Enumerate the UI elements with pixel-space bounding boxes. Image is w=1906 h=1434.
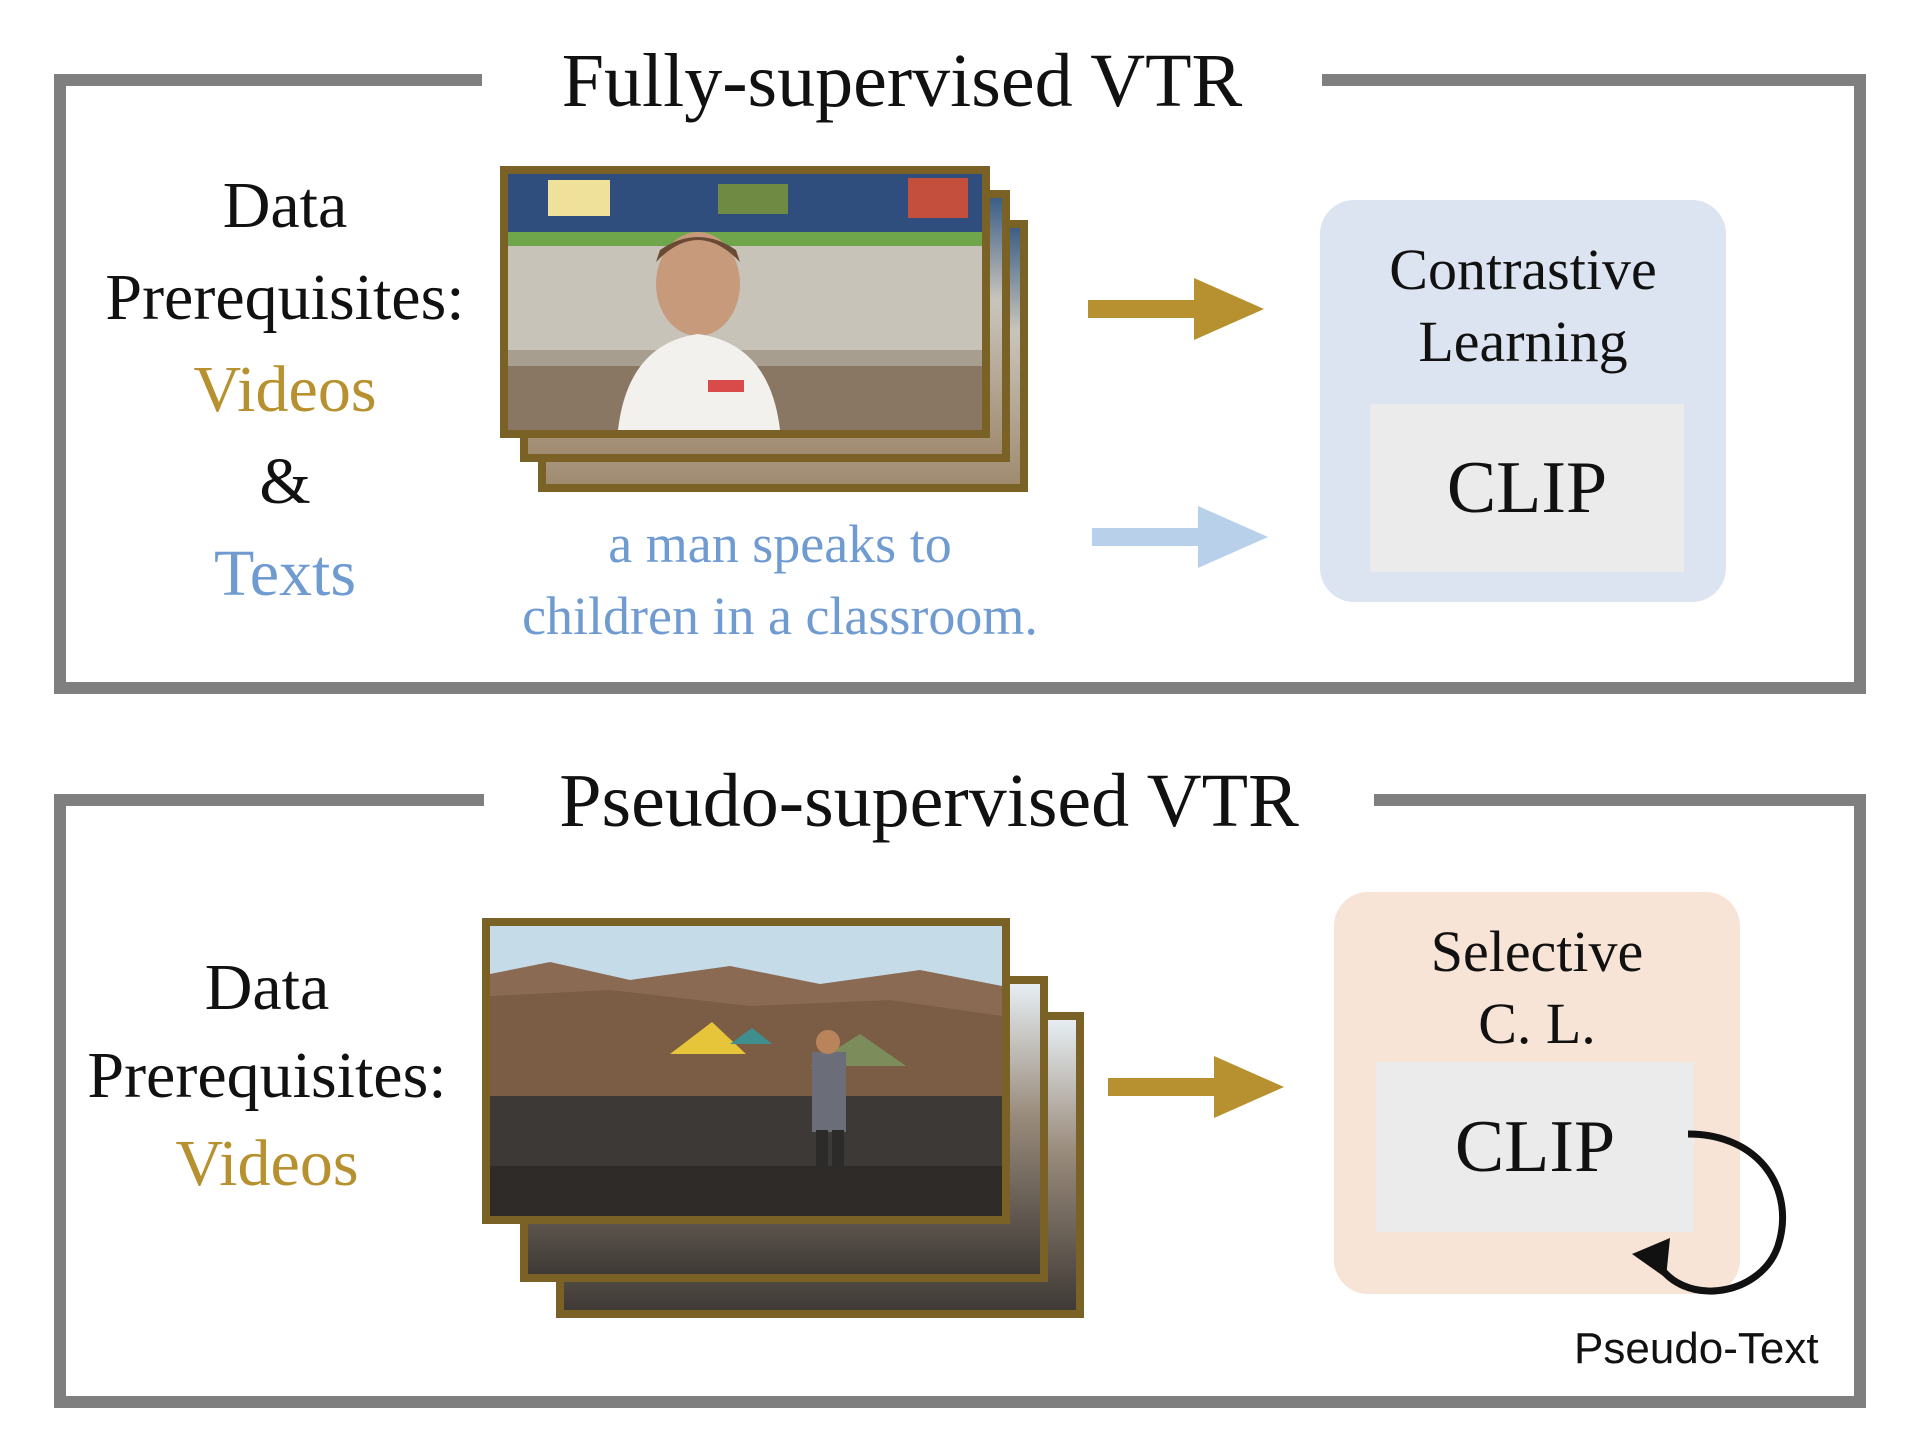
video-arrow-top — [1088, 278, 1264, 340]
fully-supervised-title: Fully-supervised VTR — [482, 36, 1322, 126]
pseudo-text-loop-arrow — [1632, 1130, 1786, 1295]
top-data-prerequisites: Data Prerequisites: Videos & Texts — [70, 160, 500, 620]
video-frame-front-classroom — [500, 166, 990, 438]
clip-model-box: CLIP — [1370, 404, 1684, 572]
caption-line-1: a man speaks to — [608, 514, 952, 574]
caption-line-2: children in a classroom. — [522, 586, 1038, 646]
prereq-ampersand: & — [259, 445, 311, 518]
prereq-texts: Texts — [213, 537, 357, 610]
bottom-data-prerequisites: Data Prerequisites: Videos — [60, 944, 474, 1208]
module-title-line-2: C. L. — [1478, 991, 1596, 1056]
prereq-data-label: Data — [222, 169, 348, 242]
pseudo-supervised-title: Pseudo-supervised VTR — [484, 756, 1374, 846]
prereq-data-label: Data — [204, 951, 330, 1024]
module-title-line-1: Contrastive — [1389, 237, 1657, 302]
text-arrow-top — [1092, 506, 1268, 568]
module-title-line-2: Learning — [1418, 309, 1628, 374]
clip-model-box: CLIP — [1376, 1062, 1694, 1232]
pseudo-text-label: Pseudo-Text — [1574, 1324, 1819, 1373]
top-caption: a man speaks to children in a classroom. — [440, 508, 1120, 652]
contrastive-learning-module: Contrastive Learning CLIP — [1320, 200, 1726, 602]
prereq-videos: Videos — [175, 1127, 359, 1200]
video-frame-front-mountain — [482, 918, 1010, 1224]
module-title-line-1: Selective — [1430, 919, 1644, 984]
mountain-camp-image — [490, 926, 1002, 1216]
prereq-videos: Videos — [193, 353, 377, 426]
prereq-label: Prerequisites: — [87, 1039, 447, 1112]
selective-cl-module: Selective C. L. CLIP — [1334, 892, 1740, 1294]
prereq-label: Prerequisites: — [105, 261, 465, 334]
video-arrow-bottom — [1108, 1056, 1284, 1118]
classroom-image — [508, 174, 982, 430]
